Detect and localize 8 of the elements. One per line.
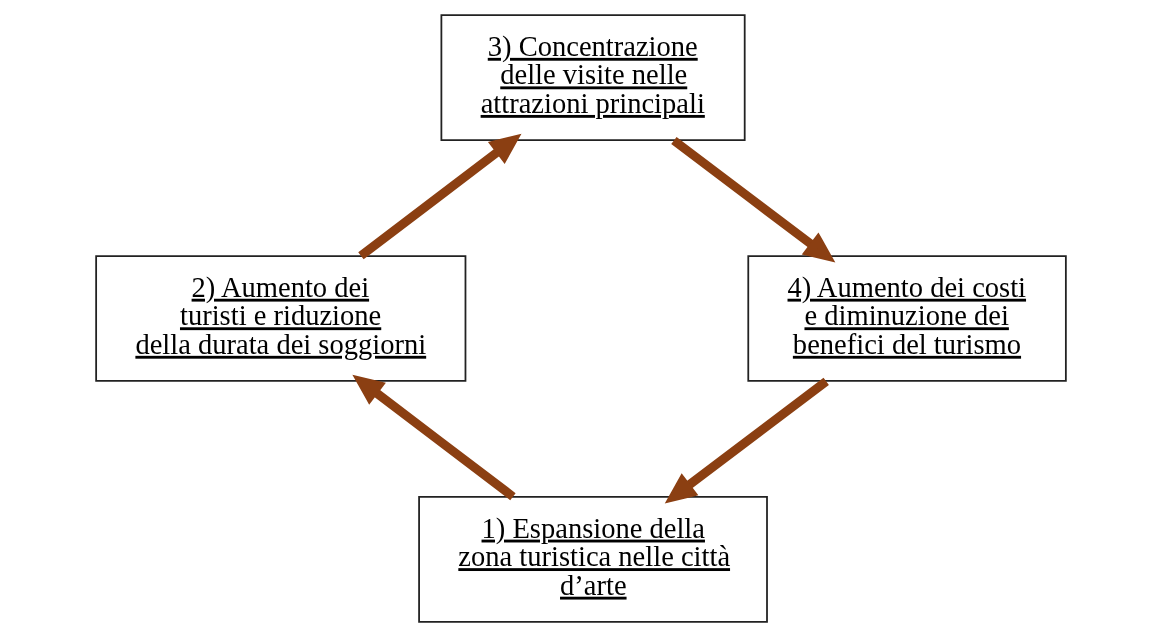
arrow: [358, 133, 522, 260]
node-box: 1) Espansione della zona turistica nelle città d’arte: [418, 496, 768, 623]
arrow: [352, 374, 516, 501]
node-box: 2) Aumento dei turisti e riduzione della durata dei soggiorni: [95, 255, 467, 382]
node-box: 4) Aumento dei costi e diminuzione dei benefici del turismo: [747, 255, 1067, 382]
arrow: [671, 136, 836, 263]
arrow: [664, 377, 829, 504]
node-box: 3) Concentrazione delle visite nelle attrazioni principali: [440, 14, 746, 141]
